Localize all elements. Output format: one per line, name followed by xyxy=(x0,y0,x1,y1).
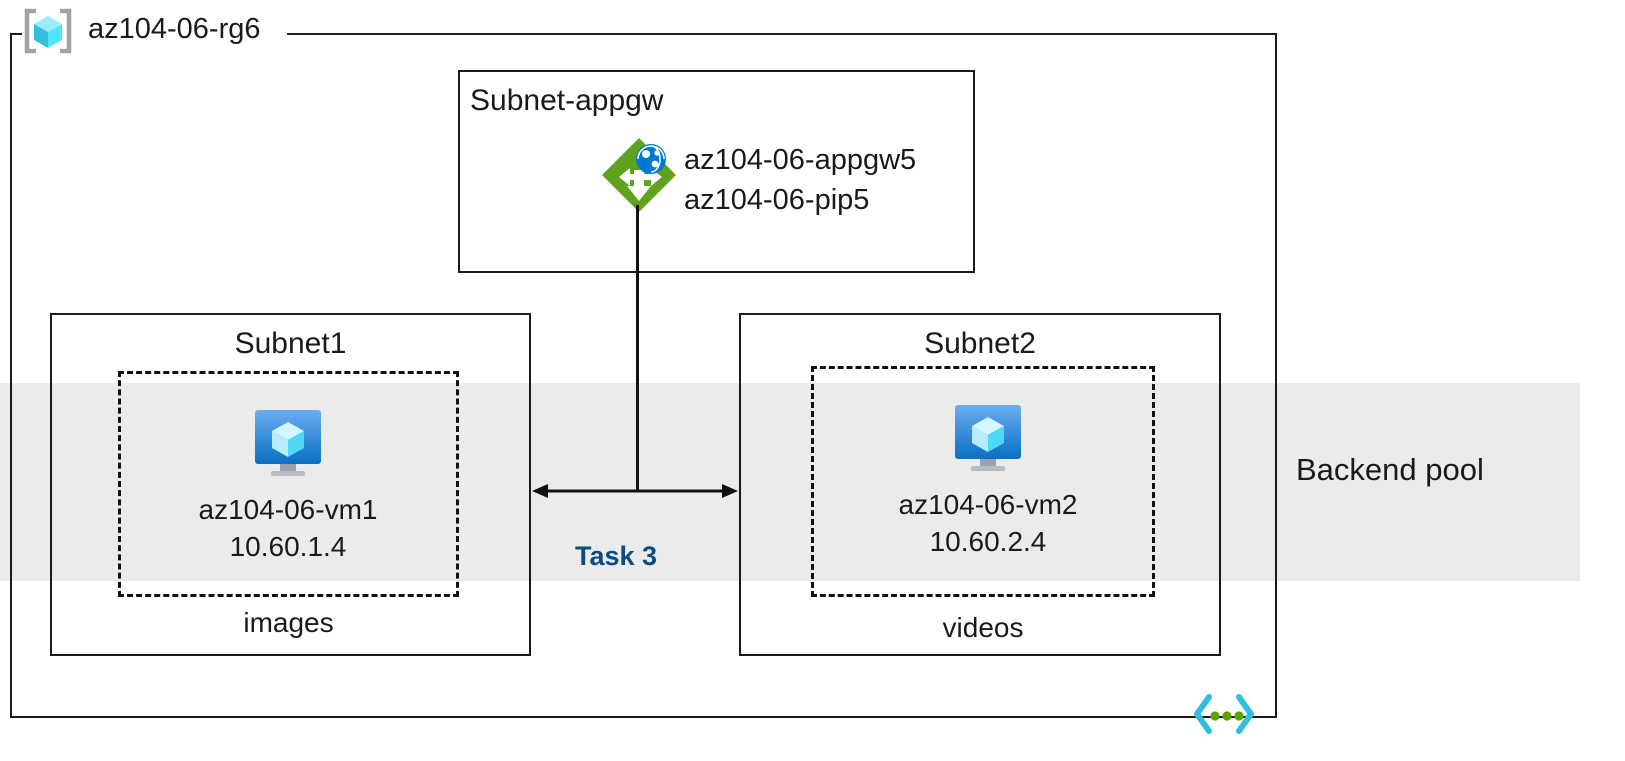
subnet1-footer-label: images xyxy=(243,607,334,638)
vm1-labels: az104-06-vm1 10.60.1.4 xyxy=(138,491,438,565)
vm1-ip: 10.60.1.4 xyxy=(229,531,347,562)
vm1-group: az104-06-vm1 10.60.1.4 xyxy=(138,405,438,565)
virtual-machine-icon xyxy=(138,405,438,483)
virtual-machine-icon xyxy=(838,400,1138,478)
appgw-name: az104-06-appgw5 xyxy=(684,144,917,176)
subnet1-dashed-scope xyxy=(118,371,459,597)
resource-group-name: az104-06-rg6 xyxy=(88,13,261,45)
resource-group-icon xyxy=(22,8,74,54)
subnet-appgw-box xyxy=(458,70,975,273)
subnet1-title: Subnet1 xyxy=(234,327,347,360)
resource-group-boundary xyxy=(10,33,1277,718)
application-gateway-icon xyxy=(600,136,678,214)
backend-pool-label: Backend pool xyxy=(1296,452,1484,487)
task-3-annotation: Task 3 xyxy=(575,541,658,571)
resource-group-title-gap xyxy=(22,20,287,48)
subnet2-footer-label: videos xyxy=(942,612,1024,643)
vm1-name: az104-06-vm1 xyxy=(198,494,378,525)
subnet2-dashed-scope xyxy=(811,366,1155,597)
vm2-labels: az104-06-vm2 10.60.2.4 xyxy=(838,486,1138,560)
vm2-name: az104-06-vm2 xyxy=(898,489,1078,520)
subnet2-box xyxy=(739,313,1221,656)
subnet-to-subnet-arrow xyxy=(528,472,742,510)
code-brackets-dots-icon xyxy=(1193,694,1255,734)
appgw-resource-labels: az104-06-appgw5 az104-06-pip5 xyxy=(684,140,916,220)
subnet1-box xyxy=(50,313,531,656)
appgw-connector-line xyxy=(636,205,639,491)
subnet-appgw-title: Subnet-appgw xyxy=(470,84,664,117)
public-ip-name: az104-06-pip5 xyxy=(684,184,870,216)
vm2-group: az104-06-vm2 10.60.2.4 xyxy=(838,400,1138,560)
subnet2-title: Subnet2 xyxy=(924,327,1036,360)
vm2-ip: 10.60.2.4 xyxy=(929,526,1047,557)
